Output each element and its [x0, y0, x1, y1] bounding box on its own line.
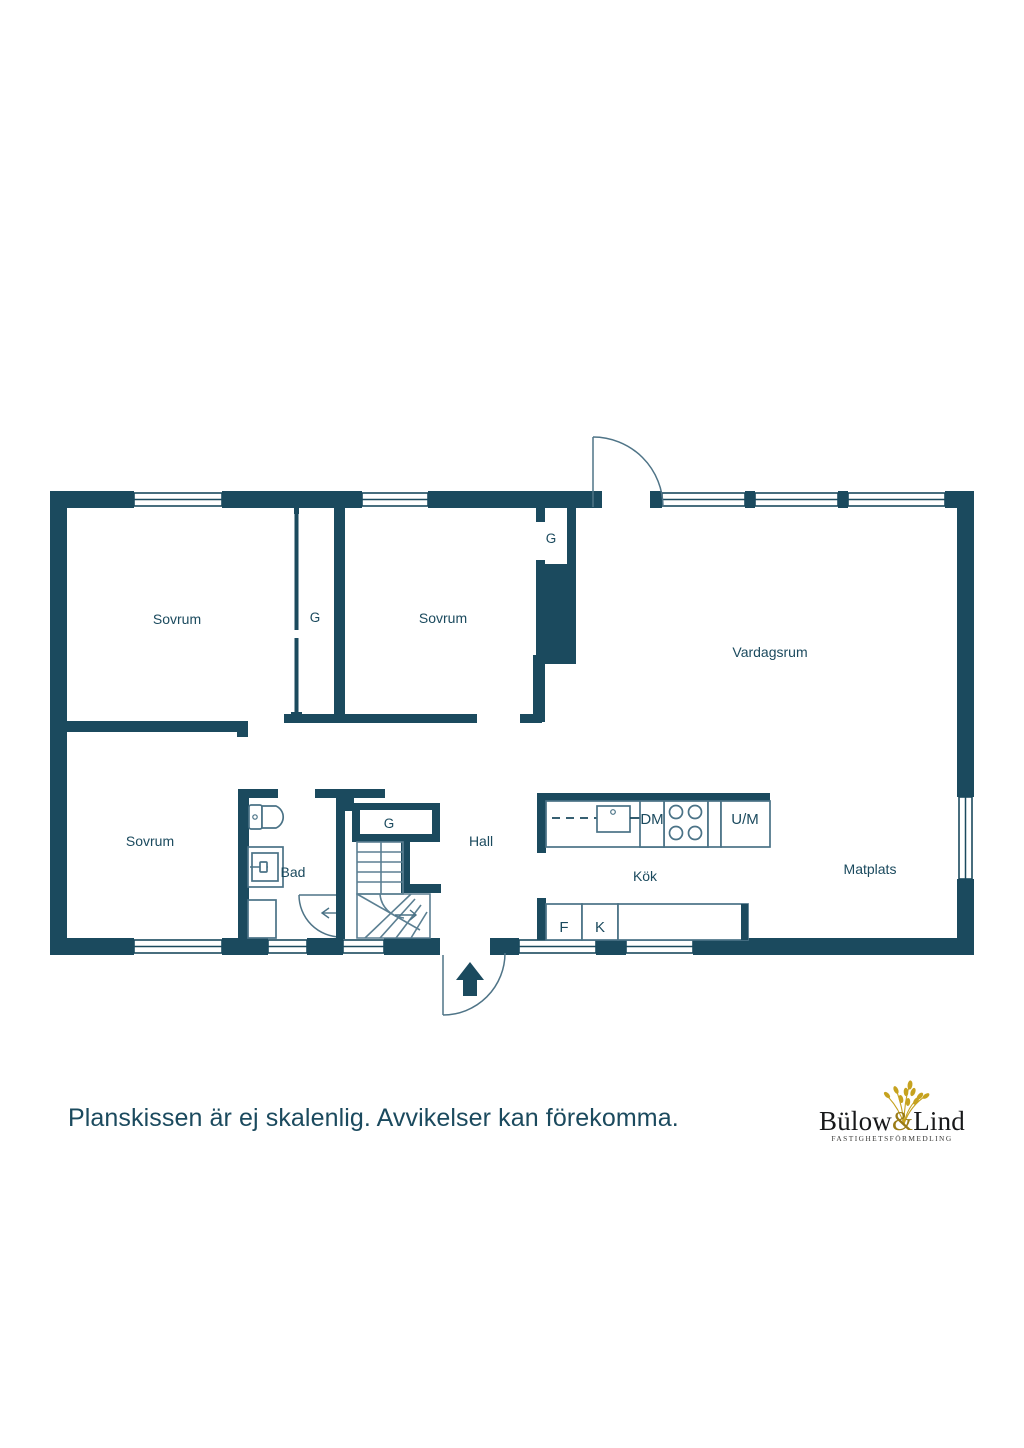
label-closet-stairs: G — [384, 816, 395, 831]
stove-icon — [663, 800, 709, 848]
door-arcs — [298, 436, 664, 1016]
logo-wordmark: Bülow&Lind — [812, 1106, 972, 1137]
label-hall: Hall — [469, 833, 493, 849]
appliance-labels: DM U/M F K — [559, 811, 758, 936]
label-closet-top-center: G — [546, 531, 557, 546]
washer-cell — [720, 800, 771, 848]
shower-icon — [247, 899, 277, 939]
label-bad: Bad — [281, 864, 306, 880]
logo-name-part1: Bülow — [818, 1106, 892, 1136]
logo-name-part2: Lind — [913, 1106, 965, 1136]
label-sovrum-2: Sovrum — [419, 610, 467, 626]
label-kok: Kök — [633, 868, 658, 884]
label-sovrum-3: Sovrum — [126, 833, 174, 849]
stair-direction-arrow — [395, 909, 418, 921]
label-refrigerator: K — [595, 919, 605, 936]
exterior-walls — [50, 491, 974, 955]
label-sovrum-1: Sovrum — [153, 611, 201, 627]
door-swing-marker — [320, 907, 336, 919]
closet-labels: G G G — [310, 531, 557, 831]
logo-subtitle: FASTIGHETSFÖRMEDLING — [831, 1134, 953, 1143]
label-dishwasher: DM — [640, 811, 663, 828]
interior-walls — [58, 508, 576, 737]
dishwasher-cell-bg — [639, 800, 665, 848]
wheat-sheaf-icon — [883, 1080, 930, 1125]
toilet-icon — [248, 804, 285, 830]
windows — [133, 492, 973, 954]
kitchen-sink-icon — [596, 805, 631, 833]
bathroom-group — [238, 789, 345, 939]
label-vardagsrum: Vardagsrum — [732, 644, 807, 660]
label-freezer: F — [559, 919, 568, 936]
stair-treads — [356, 841, 431, 939]
kitchen-lower-counter — [537, 898, 749, 941]
logo-ampersand: & — [892, 1106, 914, 1136]
brokerage-logo: Bülow&Lind FASTIGHETSFÖRMEDLING — [812, 1080, 972, 1152]
bathroom-sink-icon — [247, 846, 284, 888]
label-washer-dryer: U/M — [731, 811, 759, 828]
staircase-group — [345, 789, 441, 939]
plan-caption: Planskissen är ej skalenlig. Avvikelser … — [68, 1104, 679, 1132]
room-labels: Sovrum Sovrum Sovrum Vardagsrum Hall Kök… — [126, 610, 897, 884]
entry-direction-arrow — [456, 962, 484, 996]
label-closet-between-bedrooms: G — [310, 610, 321, 625]
label-matplats: Matplats — [844, 861, 897, 877]
